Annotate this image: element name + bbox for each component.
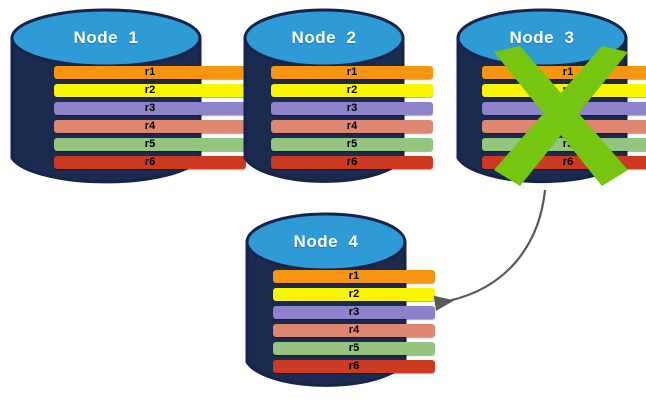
row-label-r1: r1 bbox=[348, 270, 360, 282]
row-bar-r2[interactable]: r2 bbox=[54, 84, 246, 97]
row-bar-r2[interactable]: r2 bbox=[271, 84, 433, 97]
row-bar-r1[interactable]: r1 bbox=[482, 66, 646, 79]
row-bar-r5[interactable]: r5 bbox=[273, 342, 435, 355]
node-cylinder-2[interactable]: Node 2 r1 r2 r3 r4 r5 r6 bbox=[243, 8, 433, 188]
row-label-r6: r6 bbox=[346, 156, 358, 168]
row-label-r3: r3 bbox=[346, 102, 358, 114]
row-label-r2: r2 bbox=[562, 84, 574, 96]
row-bar-r4[interactable]: r4 bbox=[273, 324, 435, 337]
row-bar-r3[interactable]: r3 bbox=[482, 102, 646, 115]
node-rows-1: r1 r2 r3 r4 r5 r6 bbox=[10, 66, 290, 169]
row-bar-r2[interactable]: r2 bbox=[273, 288, 435, 301]
row-label-r4: r4 bbox=[346, 120, 358, 132]
row-bar-r5[interactable]: r5 bbox=[54, 138, 246, 151]
node-rows-4: r1 r2 r3 r4 r5 r6 bbox=[245, 270, 463, 373]
row-label-r2: r2 bbox=[348, 288, 360, 300]
row-label-r5: r5 bbox=[348, 342, 360, 354]
row-bar-r6[interactable]: r6 bbox=[54, 156, 246, 169]
row-label-r3: r3 bbox=[562, 102, 574, 114]
node-cylinder-4[interactable]: Node 4 r1 r2 r3 r4 r5 r6 bbox=[245, 212, 435, 392]
row-label-r4: r4 bbox=[144, 120, 156, 132]
node-rows-2: r1 r2 r3 r4 r5 r6 bbox=[243, 66, 461, 169]
row-bar-r4[interactable]: r4 bbox=[482, 120, 646, 133]
row-label-r5: r5 bbox=[144, 138, 156, 150]
row-label-r2: r2 bbox=[346, 84, 358, 96]
row-bar-r4[interactable]: r4 bbox=[54, 120, 246, 133]
row-bar-r4[interactable]: r4 bbox=[271, 120, 433, 133]
row-label-r5: r5 bbox=[346, 138, 358, 150]
row-bar-r5[interactable]: r5 bbox=[482, 138, 646, 151]
row-bar-r1[interactable]: r1 bbox=[273, 270, 435, 283]
row-bar-r3[interactable]: r3 bbox=[271, 102, 433, 115]
row-label-r6: r6 bbox=[562, 156, 574, 168]
row-label-r4: r4 bbox=[562, 120, 574, 132]
row-label-r3: r3 bbox=[348, 306, 360, 318]
row-bar-r6[interactable]: r6 bbox=[273, 360, 435, 373]
row-label-r1: r1 bbox=[346, 66, 358, 78]
row-label-r5: r5 bbox=[562, 138, 574, 150]
row-label-r1: r1 bbox=[562, 66, 574, 78]
row-label-r2: r2 bbox=[144, 84, 156, 96]
row-bar-r1[interactable]: r1 bbox=[54, 66, 246, 79]
row-label-r3: r3 bbox=[144, 102, 156, 114]
row-label-r6: r6 bbox=[348, 360, 360, 372]
node-cylinder-3[interactable]: Node 3 r1 r2 r3 r4 r5 r6 bbox=[456, 8, 646, 188]
row-bar-r2[interactable]: r2 bbox=[482, 84, 646, 97]
row-bar-r3[interactable]: r3 bbox=[54, 102, 246, 115]
row-label-r6: r6 bbox=[144, 156, 156, 168]
row-bar-r1[interactable]: r1 bbox=[271, 66, 433, 79]
node-cylinder-1[interactable]: Node 1 r1 r2 r3 r4 r5 r6 bbox=[10, 8, 246, 188]
row-bar-r6[interactable]: r6 bbox=[482, 156, 646, 169]
row-bar-r6[interactable]: r6 bbox=[271, 156, 433, 169]
row-bar-r5[interactable]: r5 bbox=[271, 138, 433, 151]
row-label-r4: r4 bbox=[348, 324, 360, 336]
node-rows-3: r1 r2 r3 r4 r5 r6 bbox=[456, 66, 646, 169]
row-bar-r3[interactable]: r3 bbox=[273, 306, 435, 319]
row-label-r1: r1 bbox=[144, 66, 156, 78]
